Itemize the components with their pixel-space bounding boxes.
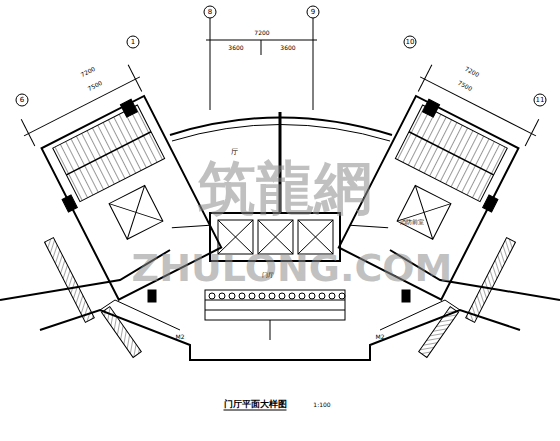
- planter: [259, 293, 265, 299]
- dimension: 7200: [80, 66, 96, 78]
- door-tag: M2: [376, 334, 385, 340]
- grid-number: 9: [311, 9, 315, 16]
- room-name: 厅: [231, 149, 238, 156]
- planter: [329, 293, 335, 299]
- watermark: 筑龍網: [198, 159, 372, 217]
- grid-number: 11: [536, 97, 545, 104]
- dimension: 7500: [87, 80, 103, 92]
- drawing-title: 门厅平面大样图: [224, 400, 287, 411]
- planter: [319, 293, 325, 299]
- planter: [309, 293, 315, 299]
- planter: [239, 293, 245, 299]
- grid-number: 1: [131, 39, 135, 46]
- door-tag: M2: [176, 334, 185, 340]
- room-name: 消防前室: [400, 219, 424, 225]
- dimension: 3600: [228, 45, 243, 51]
- planter: [219, 293, 225, 299]
- planter: [339, 293, 345, 299]
- planter: [279, 293, 285, 299]
- dimension: 7500: [457, 80, 473, 92]
- grid-number: 8: [208, 9, 212, 16]
- watermark: ZHULONG.COM: [132, 249, 453, 287]
- planter: [289, 293, 295, 299]
- planter: [299, 293, 305, 299]
- grid-number: 6: [20, 97, 24, 104]
- planter: [249, 293, 255, 299]
- dimension: 3600: [280, 45, 295, 51]
- scale-text: 1:100: [313, 402, 330, 408]
- dimension: 7200: [254, 30, 269, 36]
- grid-number: 10: [406, 39, 415, 46]
- planter: [229, 293, 235, 299]
- planter: [269, 293, 275, 299]
- dimension: 7200: [464, 66, 480, 78]
- room-name: 门厅: [262, 272, 274, 278]
- planter: [209, 293, 215, 299]
